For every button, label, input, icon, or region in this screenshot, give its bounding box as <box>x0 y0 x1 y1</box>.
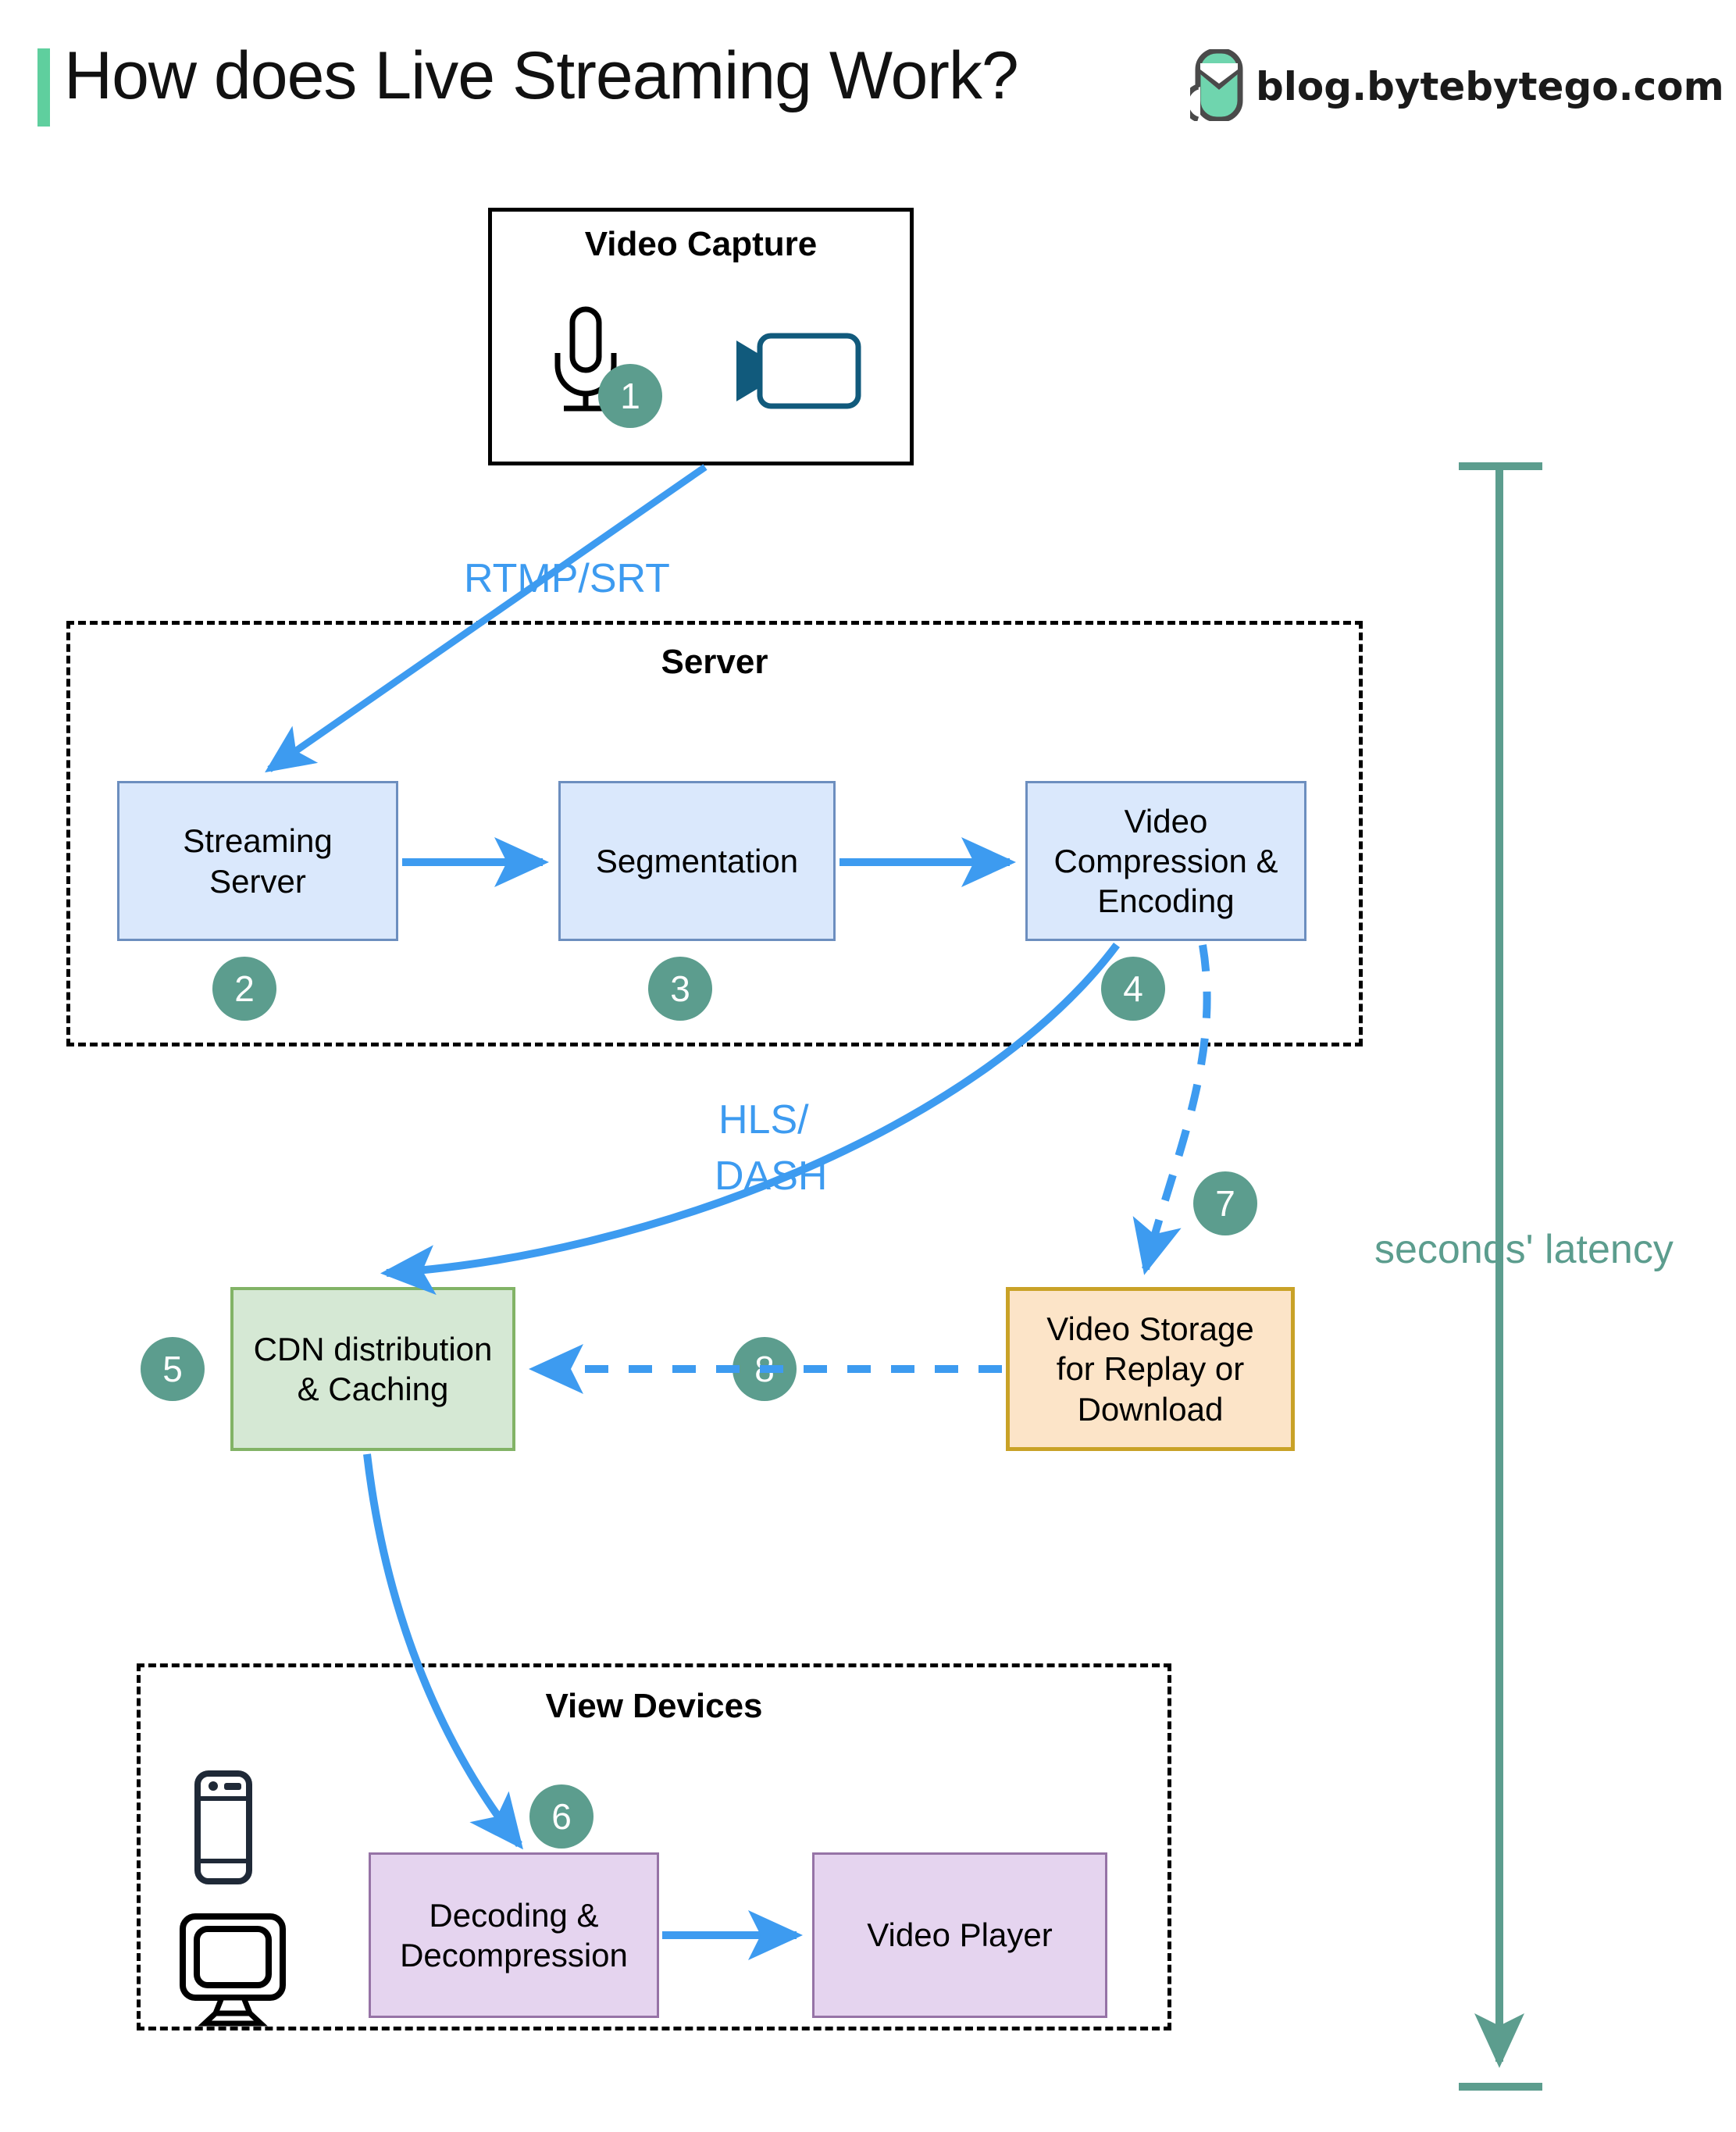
group-view-devices <box>137 1663 1171 2030</box>
node-decoding-decompression[interactable]: Decoding &Decompression <box>369 1852 659 2018</box>
group-title-server: Server <box>661 643 768 681</box>
step-badge-3: 3 <box>648 957 712 1021</box>
title-accent-bar <box>37 48 50 127</box>
latency-annotation-label: seconds' latency <box>1374 1227 1674 1272</box>
step-badge-5: 5 <box>141 1337 205 1401</box>
step-badge-6: 6 <box>529 1784 594 1849</box>
node-video-player[interactable]: Video Player <box>812 1852 1107 2018</box>
node-cdn-distribution-caching[interactable]: CDN distribution& Caching <box>230 1287 515 1451</box>
site-url-label: blog.bytebytego.com <box>1256 64 1724 109</box>
page-header: How does Live Streaming Work? blog.byteb… <box>0 0 1736 164</box>
group-video-capture <box>488 208 914 465</box>
smartphone-icon <box>194 1770 252 1884</box>
node-segmentation[interactable]: Segmentation <box>558 781 836 941</box>
edge-label-hls-line2: DASH <box>715 1153 828 1199</box>
step-badge-8: 8 <box>733 1337 797 1401</box>
step-badge-4: 4 <box>1101 957 1165 1021</box>
page-title: How does Live Streaming Work? <box>64 38 1019 113</box>
video-camera-icon <box>736 333 861 409</box>
step-badge-7: 7 <box>1193 1171 1257 1235</box>
step-badge-1: 1 <box>598 364 662 428</box>
edge-label-rtmp-srt: RTMP/SRT <box>464 556 670 601</box>
step-badge-2: 2 <box>212 957 276 1021</box>
bytebytego-logo-icon <box>1190 49 1243 121</box>
edge-label-hls-line1: HLS/ <box>718 1097 809 1143</box>
monitor-icon <box>180 1913 286 2027</box>
group-title-view-devices: View Devices <box>545 1687 763 1725</box>
group-title-video-capture: Video Capture <box>584 225 818 263</box>
